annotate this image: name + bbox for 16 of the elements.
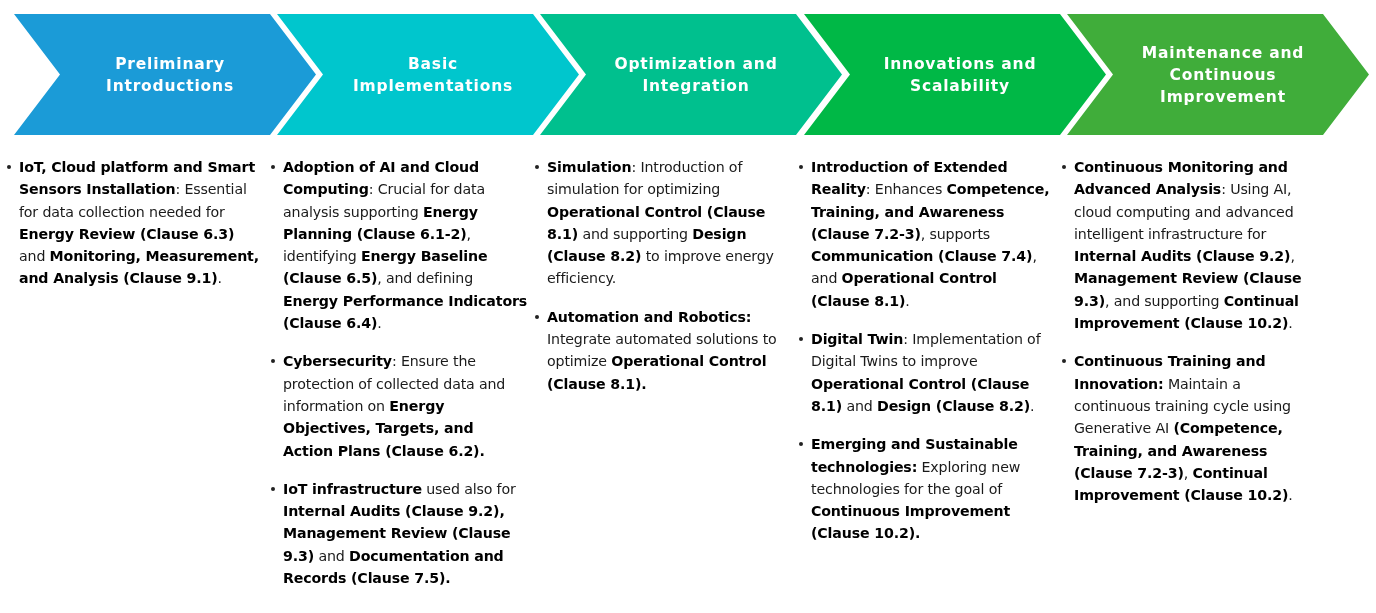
bullet-text: Introduction of Extended Reality: Enhances Competence, Training, and Awareness (Clause 7.2-3), supports Communication (Clause 7.4), and Operational Control (Clause 8.1). <box>811 158 1051 311</box>
stage-title: Basic Implementations <box>351 53 514 97</box>
bullet-text: IoT, Cloud platform and Smart Sensors Installation: Essential for data collection needed for Energy Review (Clause 6.3) and Monitoring, Measurement, and Analysis (Clause 9.1). <box>19 158 260 289</box>
bullet-text: Emerging and Sustainable technologies: Exploring new technologies for the goal of Continuous Improvement (Clause 10.2). <box>811 435 1022 544</box>
stage-title: Maintenance and Continuous Improvement <box>1140 42 1306 108</box>
stage-title: Optimization and Integration <box>613 53 779 97</box>
stage-title: Innovations and Scalability <box>882 53 1038 97</box>
stage-title: Preliminary Introductions <box>105 53 235 97</box>
bullet-text: Automation and Robotics: Integrate automated solutions to optimize Operational Control (Clause 8.1). <box>547 307 778 394</box>
bullet-text: Cybersecurity: Ensure the protection of collected data and information on Energy Objectives, Targets, and Action Plans (Clause 6.2). <box>283 352 507 461</box>
bullet-text: IoT infrastructure used also for Internal Audits (Clause 9.2), Management Review (Clause 9.3) and Documentation and Records (Clause 7.5). <box>283 479 517 589</box>
bullet-text: Continuous Training and Innovation: Maintain a continuous training cycle using Generative AI (Competence, Training, and Awareness (Clause 7.2-3), Continual Improvement (Clause 10.2). <box>1074 352 1294 506</box>
bullet-text: Simulation: Introduction of simulation for optimizing Operational Control (Clause 8.1) and supporting Design (Clause 8.2) to improve energy efficiency. <box>547 158 775 289</box>
bullet-text: Continuous Monitoring and Advanced Analysis: Using AI, cloud computing and advanced intelligent infrastructure for Internal Audits (Clause 9.2), Management Review (Clause 9.3), and supporting Continual Improvement (Clause 10.2). <box>1074 158 1303 334</box>
bullet-text: Adoption of AI and Cloud Computing: Crucial for data analysis supporting Energy Planning (Clause 6.1-2), identifying Energy Baseline (Clause 6.5), and defining Energy Performance Indicators (Clause 6.4). <box>283 158 528 334</box>
bullet-text: Digital Twin: Implementation of Digital Twins to improve Operational Control (Clause 8.1) and Design (Clause 8.2). <box>811 330 1042 416</box>
